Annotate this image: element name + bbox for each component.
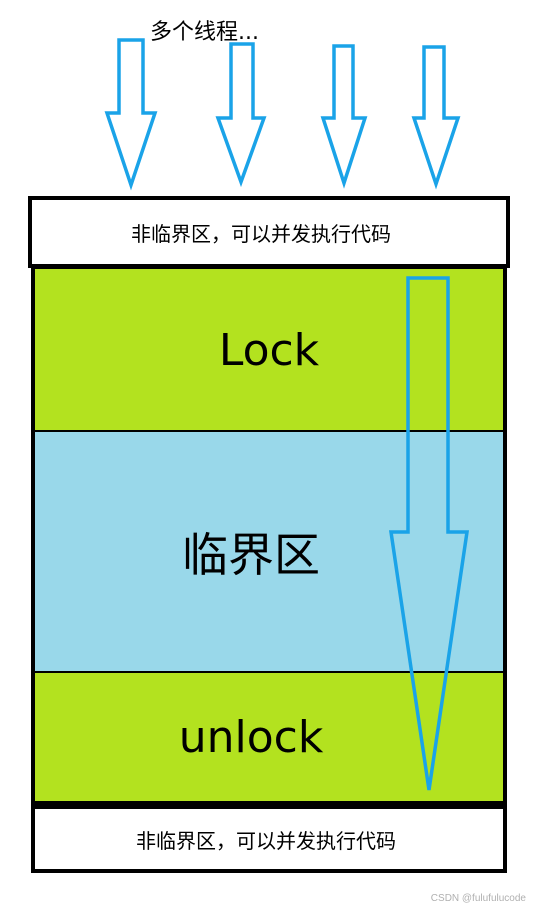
top-noncritical-box: 非临界区，可以并发执行代码: [28, 196, 510, 268]
lock-label: Lock: [218, 324, 320, 376]
thread-arrow-4: [411, 45, 461, 190]
critical-section-block: 临界区: [31, 430, 507, 674]
unlock-label: unlock: [178, 711, 324, 763]
thread-arrow-1: [104, 38, 158, 191]
bottom-noncritical-label: 非临界区，可以并发执行代码: [136, 828, 396, 853]
watermark: CSDN @fulufulucode: [430, 893, 526, 904]
top-noncritical-label: 非临界区，可以并发执行代码: [131, 221, 391, 246]
diagram-title: 多个线程...: [150, 20, 259, 45]
unlock-block: unlock: [31, 671, 507, 805]
thread-arrow-3: [320, 44, 368, 189]
thread-arrow-2: [215, 42, 267, 188]
bottom-noncritical-box: 非临界区，可以并发执行代码: [31, 805, 507, 873]
lock-block: Lock: [31, 265, 507, 433]
critical-section-label: 临界区: [182, 528, 320, 582]
